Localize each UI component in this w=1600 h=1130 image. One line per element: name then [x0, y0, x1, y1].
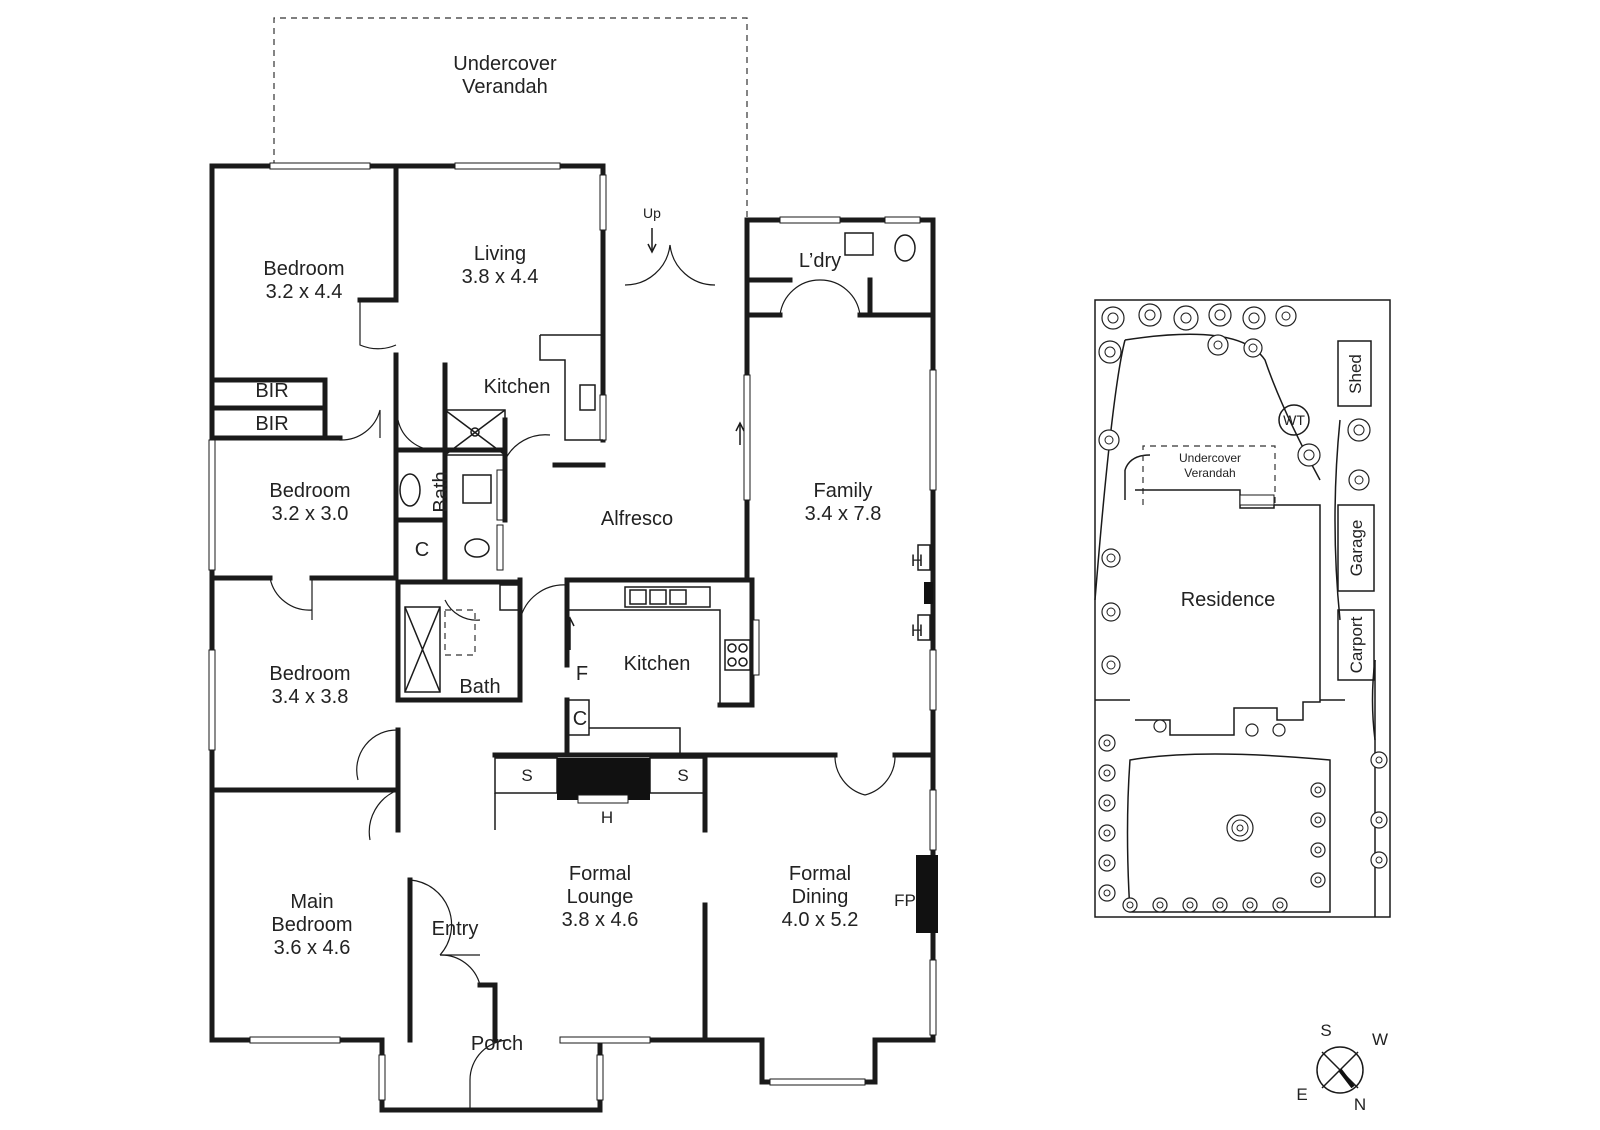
interior-walls: [209, 163, 938, 1043]
compass: S W E N: [1296, 1021, 1388, 1114]
hearth-label: H: [601, 808, 613, 827]
outer-walls: [209, 163, 936, 1113]
verandah-outline: [273, 17, 748, 222]
verandah-label-2: Verandah: [462, 76, 548, 98]
main-bedroom-size: 3.6 x 4.6: [274, 937, 351, 959]
carport-label: Carport: [1347, 616, 1366, 673]
fixtures: [399, 228, 933, 830]
bath2-label: Bath: [459, 676, 500, 698]
compass-e: E: [1296, 1085, 1307, 1104]
bedroom3-name: Bedroom: [269, 663, 350, 685]
formal-dining-name: Formal: [789, 863, 851, 885]
bir2-label: BIR: [255, 413, 288, 435]
site-trees: [1098, 303, 1388, 913]
fridge-label: F: [576, 663, 588, 685]
formal-lounge-name: Formal: [569, 863, 631, 885]
living-size: 3.8 x 4.4: [462, 266, 539, 288]
compass-w: W: [1372, 1030, 1388, 1049]
porch-label: Porch: [471, 1033, 523, 1055]
cupboard1-label: C: [415, 539, 429, 561]
formal-lounge-size: 3.8 x 4.6: [562, 909, 639, 931]
room-labels: Undercover Verandah Bedroom 3.2 x 4.4 Li…: [255, 53, 923, 1055]
verandah-label: Undercover: [453, 53, 557, 75]
site-verandah-label-2: Verandah: [1184, 466, 1235, 480]
bedroom2-size: 3.2 x 3.0: [272, 503, 349, 525]
bath1-label: Bath: [430, 471, 452, 512]
doors: [269, 244, 896, 1110]
compass-s: S: [1320, 1021, 1331, 1040]
formal-dining-size: 4.0 x 5.2: [782, 909, 859, 931]
stairs-label: Up: [643, 205, 661, 221]
entry-label: Entry: [432, 918, 479, 940]
garage-label: Garage: [1347, 520, 1366, 577]
bedroom3-size: 3.4 x 3.8: [272, 686, 349, 708]
family-size: 3.4 x 7.8: [805, 503, 882, 525]
bedroom1-size: 3.2 x 4.4: [266, 281, 343, 303]
water-tank-label: WT: [1283, 412, 1305, 428]
main-bedroom-name-2: Bedroom: [271, 914, 352, 936]
fireplace-label: FP: [894, 891, 916, 910]
kitchen-label: Kitchen: [624, 653, 691, 675]
formal-lounge-name-2: Lounge: [567, 886, 634, 908]
site-plan: Shed WT Undercover Verandah Residence Ga…: [1094, 299, 1391, 918]
shelf-right-label: S: [677, 766, 688, 785]
bir1-label: BIR: [255, 380, 288, 402]
shelf-left-label: S: [521, 766, 532, 785]
alfresco-label: Alfresco: [601, 508, 673, 530]
living-name: Living: [474, 243, 526, 265]
formal-dining-name-2: Dining: [792, 886, 849, 908]
compass-n: N: [1354, 1095, 1366, 1114]
laundry-label: L’dry: [799, 250, 841, 272]
kitchen-rear-name: Kitchen: [484, 376, 551, 398]
bedroom1-name: Bedroom: [263, 258, 344, 280]
residence-label: Residence: [1181, 589, 1276, 611]
windows: [208, 162, 937, 1101]
main-bedroom-name: Main: [290, 891, 333, 913]
shed-label: Shed: [1346, 354, 1365, 394]
cupboard2-label: C: [573, 708, 587, 730]
heater1-label: H: [911, 551, 923, 570]
bedroom2-name: Bedroom: [269, 480, 350, 502]
heater2-label: H: [911, 621, 923, 640]
family-name: Family: [814, 480, 873, 502]
site-verandah-label: Undercover: [1179, 451, 1241, 465]
